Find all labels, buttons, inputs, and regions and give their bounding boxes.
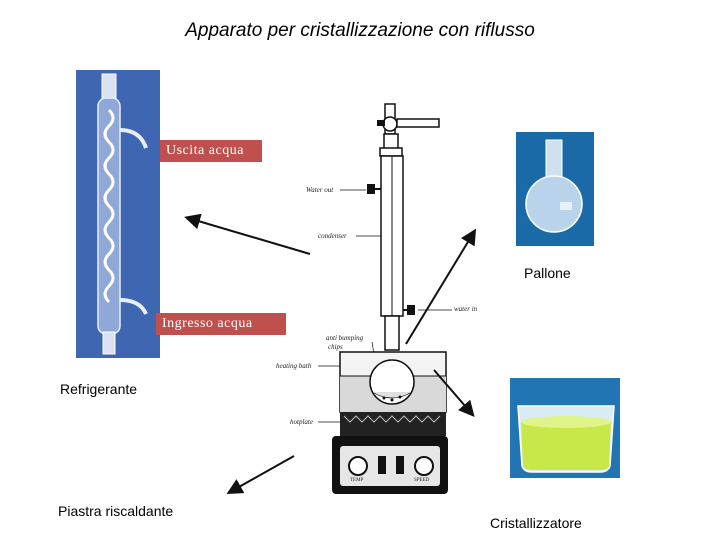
condenser-small: condenser xyxy=(318,232,347,240)
flask-photo xyxy=(516,132,594,246)
page-title: Apparato per cristallizzazione con riflu… xyxy=(185,20,535,41)
arrow-to-crystallizer xyxy=(433,369,475,418)
knob-left-label: TEMP xyxy=(350,478,364,483)
hotplate-caption: Piastra riscaldante xyxy=(58,503,174,519)
heating-bath xyxy=(339,351,447,413)
arrow-to-hotplate xyxy=(226,455,295,494)
condenser-caption: Refrigerante xyxy=(60,381,138,397)
knob-right-label: SPEED xyxy=(414,478,430,483)
anti-bumping-small-1: anti bumping xyxy=(326,334,364,342)
water-in-label: Ingresso acqua xyxy=(156,313,286,335)
water-out-label: Uscita acqua xyxy=(160,140,262,162)
hotplate-small: hotplate xyxy=(290,418,313,426)
crystallizer-photo xyxy=(510,378,620,478)
water-in-small: water in xyxy=(454,305,478,313)
anti-bumping-small-2: chips xyxy=(328,343,343,351)
arrow-to-condenser xyxy=(184,213,311,255)
condenser-column xyxy=(367,133,415,351)
crystallizer-drawing xyxy=(510,378,620,478)
flask-drawing xyxy=(516,132,594,246)
water-out-small: Water out xyxy=(306,186,334,194)
condenser-drawing xyxy=(76,70,160,358)
flask-caption: Pallone xyxy=(524,265,571,281)
condenser-photo xyxy=(76,70,160,358)
arrow-to-flask xyxy=(405,228,477,345)
heating-bath-small: heating bath xyxy=(276,362,312,370)
stopcock xyxy=(377,103,440,135)
crystallizer-caption: Cristallizzatore xyxy=(490,515,582,531)
